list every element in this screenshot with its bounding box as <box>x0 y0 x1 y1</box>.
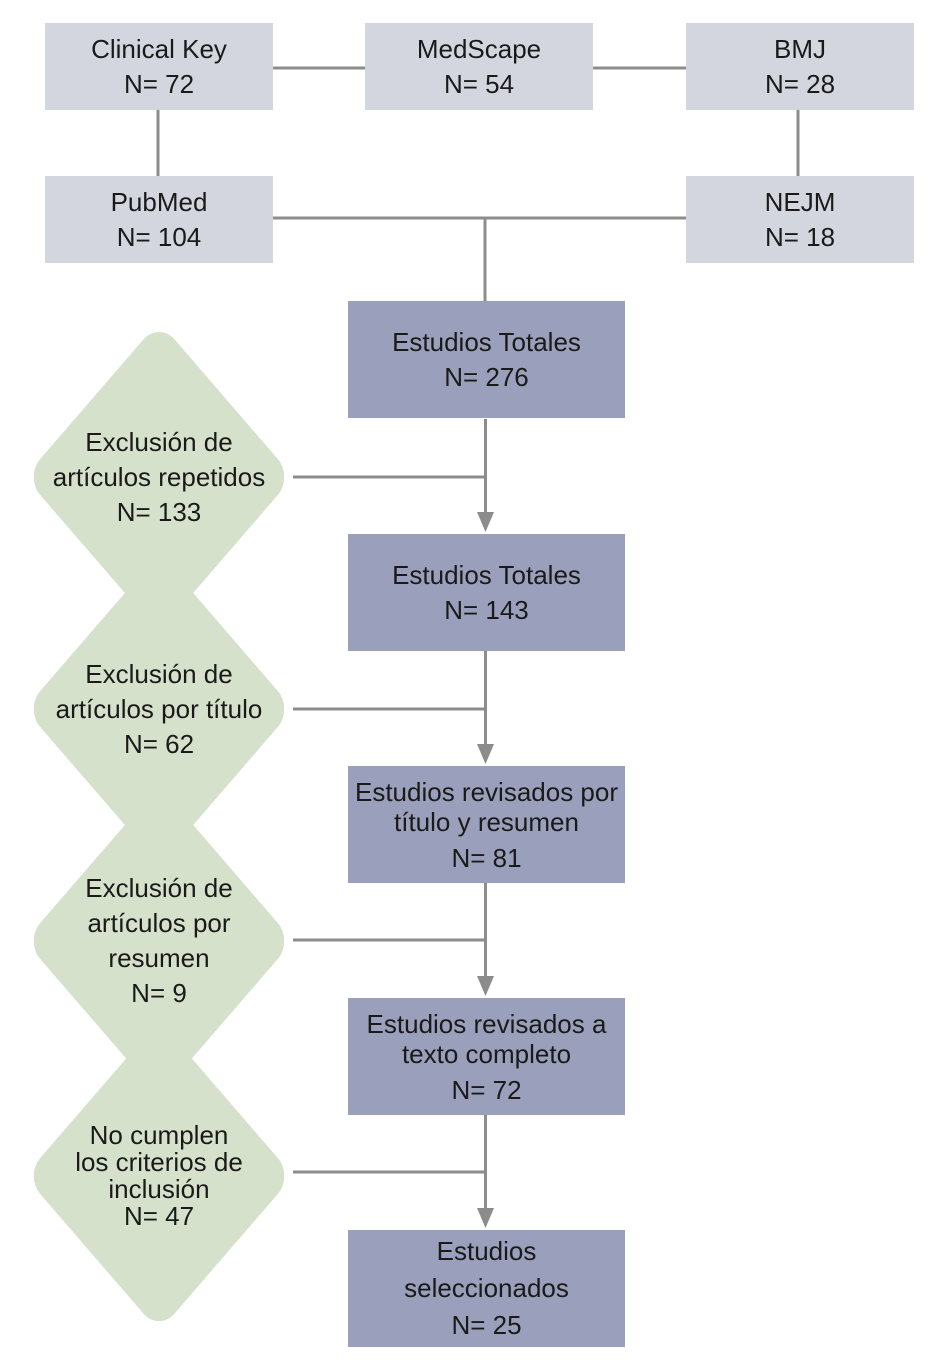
stage-label: Estudios <box>436 1236 537 1266</box>
exclusion-by-title: Exclusión de artículos por título N= 62 <box>24 553 294 865</box>
exclusion-by-abstract: Exclusión de artículos por resumen N= 9 <box>24 785 294 1097</box>
stage-count: N= 143 <box>444 594 529 625</box>
source-count: N= 18 <box>764 221 836 252</box>
arrow-4 <box>477 1208 494 1228</box>
stage-count: N= 25 <box>451 1310 522 1340</box>
source-name: BMJ <box>774 33 826 64</box>
exclusion-label: Exclusión de <box>85 873 233 903</box>
exclusion-label: artículos repetidos <box>52 461 266 492</box>
stage-total-studies: Estudios Totales N= 276 <box>348 301 625 418</box>
exclusion-label: artículos por <box>87 908 231 938</box>
source-count: N= 72 <box>123 68 195 99</box>
stage-after-duplicates: Estudios Totales N= 143 <box>348 534 625 651</box>
source-clinical-key: Clinical Key N= 72 <box>45 23 273 110</box>
exclusion-count: N= 9 <box>131 978 187 1008</box>
exclusion-label: resumen <box>108 943 210 973</box>
exclusion-label: los criterios de <box>75 1147 243 1177</box>
source-name: MedScape <box>416 33 542 64</box>
source-count: N= 54 <box>443 68 515 99</box>
source-medscape: MedScape N= 54 <box>365 23 593 110</box>
exclusion-label: Exclusión de <box>85 426 233 457</box>
stage-title-abstract-review: Estudios revisados por título y resumen … <box>348 766 625 883</box>
exclusion-count: N= 47 <box>123 1201 195 1231</box>
arrow-3 <box>477 976 494 996</box>
exclusion-label: Exclusión de <box>85 658 233 689</box>
stage-label: seleccionados <box>404 1273 569 1303</box>
source-bmj: BMJ N= 28 <box>686 23 914 110</box>
stage-label: Estudios revisados a <box>366 1008 607 1039</box>
exclusion-label: No cumplen <box>89 1120 229 1150</box>
source-name: NEJM <box>764 186 836 217</box>
stage-count: N= 72 <box>451 1074 522 1105</box>
source-name: Clinical Key <box>91 33 227 64</box>
stage-count: N= 276 <box>444 361 529 392</box>
exclusion-label: inclusión <box>108 1174 210 1204</box>
arrow-2 <box>477 744 494 764</box>
stage-selected: Estudios seleccionados N= 25 <box>348 1230 625 1347</box>
stage-label: Estudios Totales <box>392 559 581 590</box>
source-pubmed: PubMed N= 104 <box>45 176 273 263</box>
stage-full-text-review: Estudios revisados a texto completo N= 7… <box>348 998 625 1115</box>
source-nejm: NEJM N= 18 <box>686 176 914 263</box>
exclusion-duplicates: Exclusión de artículos repetidos N= 133 <box>24 321 294 633</box>
exclusion-criteria-not-met: No cumplen los criterios de inclusión N=… <box>24 1020 294 1332</box>
exclusion-count: N= 133 <box>116 496 202 527</box>
stage-label: texto completo <box>401 1038 572 1069</box>
exclusion-label: artículos por título <box>55 693 263 724</box>
stage-count: N= 81 <box>451 842 522 873</box>
stage-label: Estudios Totales <box>392 326 581 357</box>
exclusion-count: N= 62 <box>123 728 195 759</box>
stage-label: Estudios revisados por <box>354 776 619 807</box>
source-count: N= 28 <box>764 68 836 99</box>
source-name: PubMed <box>110 186 208 217</box>
stage-label: título y resumen <box>394 806 579 837</box>
arrow-1 <box>477 512 494 532</box>
source-count: N= 104 <box>116 221 202 252</box>
arrows <box>477 419 494 1228</box>
